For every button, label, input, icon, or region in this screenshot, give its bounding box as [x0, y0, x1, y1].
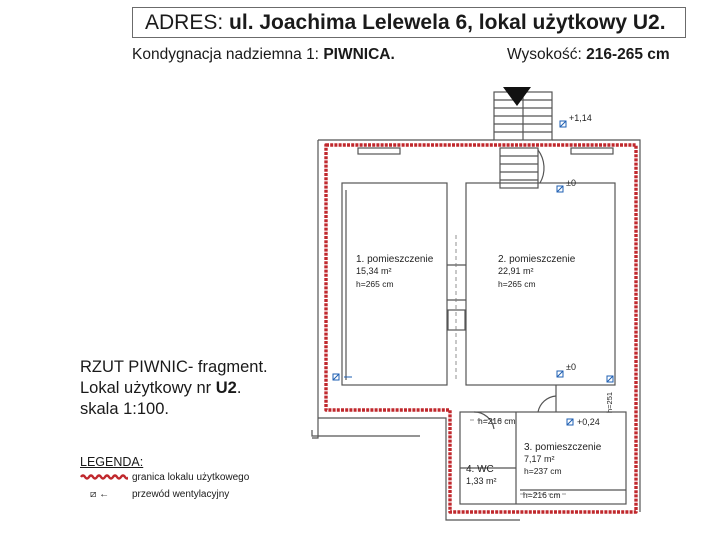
room4-area: 1,33 m²	[466, 476, 497, 486]
walls	[311, 91, 641, 521]
outer-wall-left	[312, 140, 319, 439]
height-side: h=251	[605, 392, 614, 413]
plan-note-unit: U2	[215, 379, 237, 397]
outer-wall-top-right	[552, 139, 641, 512]
room3-name: 3. pomieszczenie	[524, 442, 602, 453]
vent-icon-room2-top	[556, 185, 564, 193]
height-upper: h=216 cm	[478, 416, 516, 426]
door-arc-wc	[473, 411, 495, 430]
room2-walls	[465, 182, 616, 386]
floor-label: Kondygnacja nadziemna 1:	[132, 46, 324, 63]
height-lower: h=216 cm	[523, 490, 561, 500]
room4-name: 4. WC	[466, 464, 494, 475]
level-room2-top: ±0	[566, 178, 576, 188]
vent-icon-right	[606, 375, 614, 383]
room2-name: 2. pomieszczenie	[498, 254, 576, 265]
level-stairs-top: +1,14	[569, 113, 592, 123]
room2-height: h=265 cm	[498, 279, 536, 289]
room1-height: h=265 cm	[356, 279, 394, 289]
entrance-arrow-icon	[503, 87, 531, 106]
plan-note-line3: skala 1:100.	[80, 400, 169, 418]
address-label: ADRES:	[145, 11, 230, 34]
room3-height: h=237 cm	[524, 466, 562, 476]
room1-walls	[341, 182, 448, 386]
plan-note-line2: Lokal użytkowy nr U2.	[80, 378, 268, 399]
legend-vent-label: przewód wentylacyjny	[132, 489, 230, 500]
plan-note-prefix: Lokal użytkowy nr	[80, 379, 216, 397]
height-label: Wysokość:	[507, 46, 587, 63]
level-room3: +0,24	[577, 417, 600, 427]
room2-area: 22,91 m²	[498, 266, 534, 276]
outer-thin-line	[311, 430, 420, 437]
vent-icon-room1	[332, 373, 352, 381]
legend-vent-row: ⧄ ← przewód wentylacyjny	[80, 489, 229, 500]
address-title: ADRES: ul. Joachima Lelewela 6, lokal uż…	[132, 7, 686, 38]
floor-line: Kondygnacja nadziemna 1: PIWNICA.	[132, 46, 395, 64]
room3-area: 7,17 m²	[524, 454, 555, 464]
unit-boundary	[324, 143, 638, 514]
door-arc-stairs	[537, 149, 545, 184]
legend-boundary-row: granica lokalu użytkowego	[80, 472, 249, 483]
room1-area: 15,34 m²	[356, 266, 392, 276]
plan-note-suffix: .	[236, 379, 242, 397]
height-line: Wysokość: 216-265 cm	[507, 46, 670, 64]
boundary-symbol-icon	[80, 474, 130, 481]
floor-value: PIWNICA.	[323, 46, 395, 63]
vent-icon-stairs	[559, 120, 567, 128]
inner-stairs	[499, 147, 539, 189]
plan-note: RZUT PIWNIC- fragment. Lokal użytkowy nr…	[80, 357, 268, 420]
room1-name: 1. pomieszczenie	[356, 254, 434, 265]
legend-boundary-label: granica lokalu użytkowego	[132, 472, 250, 483]
vent-symbol-icon: ⧄ ←	[90, 489, 110, 500]
height-value: 216-265 cm	[586, 46, 670, 63]
room3-walls	[459, 411, 627, 505]
vent-icon-room2-bottom	[556, 370, 564, 378]
outer-wall-bottom-left	[318, 417, 520, 521]
door-arc-room3	[537, 395, 557, 413]
window-room1	[357, 147, 401, 155]
pillar	[447, 309, 466, 331]
vent-icon-room3	[566, 418, 574, 426]
plan-note-line1: RZUT PIWNIC- fragment.	[80, 358, 268, 376]
address-value: ul. Joachima Lelewela 6, lokal użytkowy …	[229, 11, 666, 34]
legend-title: LEGENDA:	[80, 455, 144, 469]
window-room2	[570, 147, 614, 155]
level-room2-bottom: ±0	[566, 362, 576, 372]
